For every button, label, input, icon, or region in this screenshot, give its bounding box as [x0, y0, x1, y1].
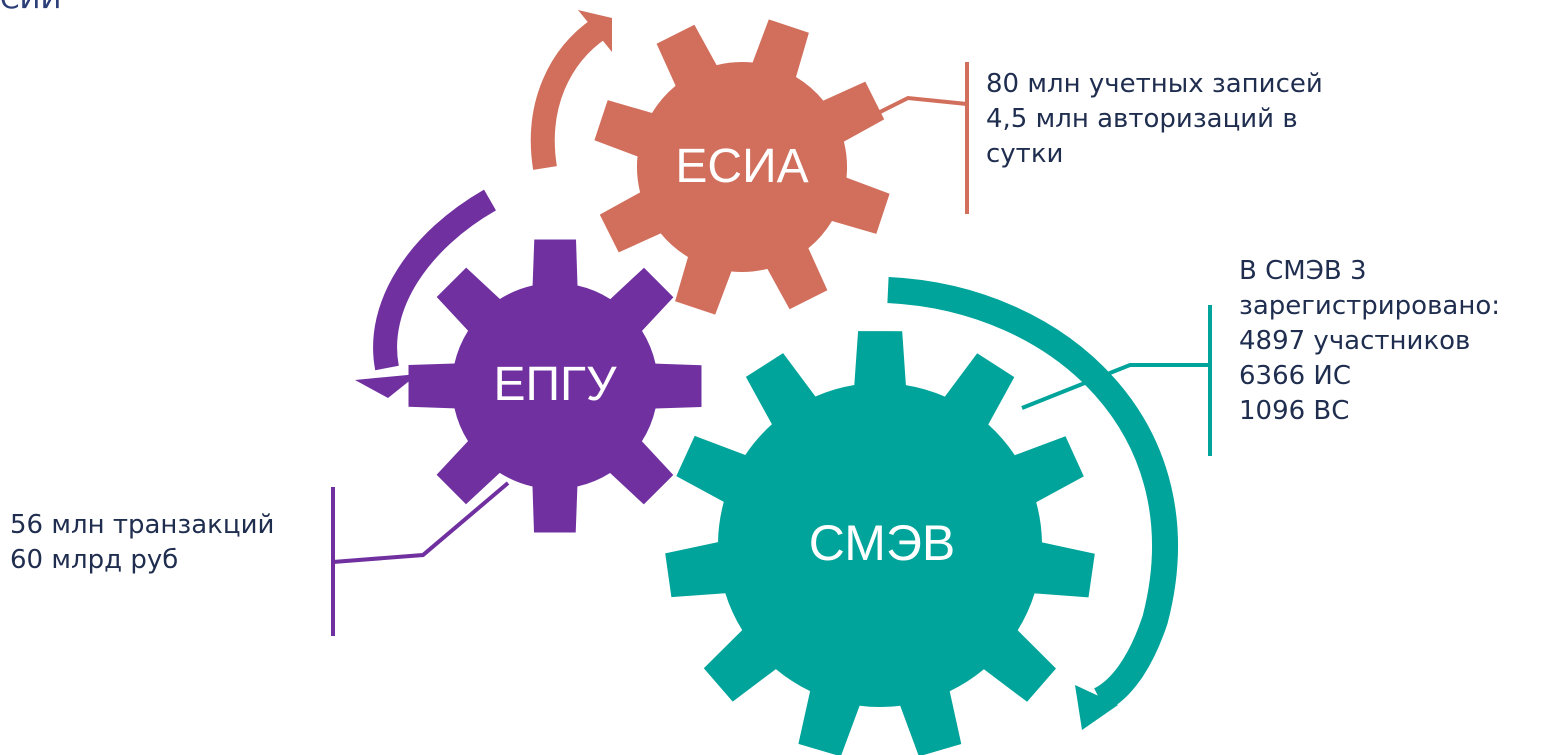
epgu-gear [408, 239, 702, 533]
epgu-stat-line-2: 60 млрд руб [10, 545, 179, 575]
esia-callout-connector [847, 62, 969, 214]
smev-stat-line-1: В СМЭВ 3 [1239, 256, 1367, 286]
smev-gear-label: СМЭВ [809, 515, 955, 571]
smev-stat-line-5: 1096 ВС [1239, 396, 1350, 426]
epgu-arrow-head-icon [355, 374, 418, 398]
epgu-cycle-arrow [373, 189, 497, 371]
epgu-gear-label: ЕПГУ [494, 358, 618, 411]
esia-stat-line-1: 80 млн учетных записей [986, 69, 1323, 99]
smev-arrow-head-icon [1075, 685, 1118, 730]
esia-arrow-head-icon [578, 10, 612, 52]
smev-gear [665, 331, 1095, 755]
esia-stats: 80 млн учетных записей 4,5 млн авторизац… [986, 67, 1323, 172]
epgu-stat-line-1: 56 млн транзакций [10, 510, 275, 540]
smev-stat-line-2: зарегистрировано: [1239, 291, 1500, 321]
smev-stat-line-3: 4897 участников [1239, 326, 1471, 356]
smev-cycle-arrow [887, 277, 1178, 712]
top-title-fragment: СИЙ [0, 0, 61, 15]
smev-stats: В СМЭВ 3 зарегистрировано: 4897 участник… [1239, 254, 1500, 429]
esia-gear-label: ЕСИА [675, 140, 808, 193]
smev-stat-line-4: 6366 ИС [1239, 361, 1352, 391]
esia-stat-line-2: 4,5 млн авторизаций в [986, 104, 1298, 134]
esia-gear [594, 19, 890, 315]
esia-stat-line-3: сутки [986, 139, 1064, 169]
esia-cycle-arrow [530, 18, 608, 170]
smev-callout-connector [1021, 305, 1212, 456]
epgu-stats: 56 млн транзакций 60 млрд руб [10, 508, 274, 578]
epgu-callout-connector [331, 481, 510, 636]
